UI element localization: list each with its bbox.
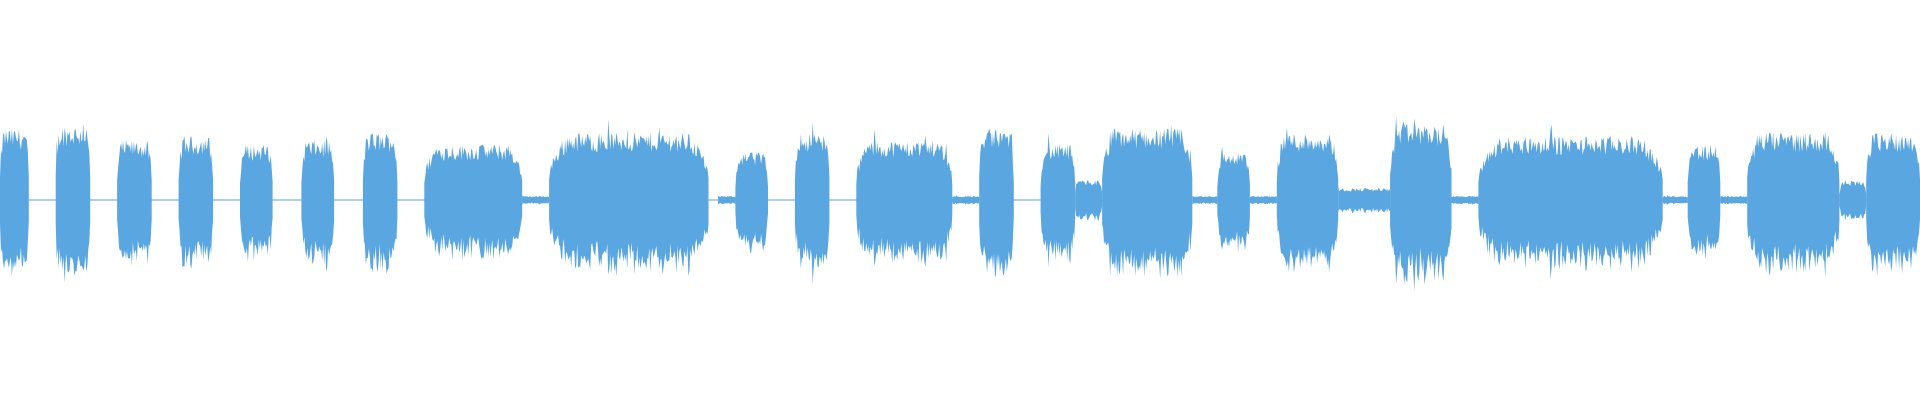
waveform-segment xyxy=(718,196,736,205)
waveform-segment xyxy=(1478,124,1663,280)
waveform-segment xyxy=(979,128,1014,278)
waveform-segment xyxy=(1839,180,1867,222)
waveform-segment xyxy=(1662,195,1688,205)
waveform-segment xyxy=(178,136,214,269)
waveform-segment xyxy=(301,136,335,273)
waveform-segment xyxy=(1075,180,1103,222)
waveform-segment xyxy=(522,196,550,205)
waveform-segment xyxy=(1192,196,1218,204)
waveform-segment xyxy=(1747,132,1840,279)
waveform-segment xyxy=(735,152,768,254)
waveform-segment xyxy=(117,140,152,266)
waveform-segment xyxy=(1338,185,1391,214)
waveform-segment xyxy=(1390,116,1452,291)
waveform-segment xyxy=(1276,126,1339,273)
waveform-segments xyxy=(0,116,1920,291)
waveform-segment xyxy=(1720,196,1748,205)
waveform-segment xyxy=(952,195,980,205)
waveform-segment xyxy=(55,123,91,283)
waveform-segment xyxy=(1866,133,1920,276)
waveform-segment xyxy=(1217,146,1250,254)
waveform-segment xyxy=(240,144,273,263)
waveform-segment xyxy=(362,133,398,274)
waveform-segment xyxy=(794,122,830,285)
waveform-segment xyxy=(549,119,709,277)
waveform-segment xyxy=(1249,196,1277,205)
waveform-segment xyxy=(0,128,29,277)
waveform-segment xyxy=(1451,195,1479,205)
waveform-segment xyxy=(1687,144,1721,261)
waveform-segment xyxy=(424,144,523,262)
waveform-segment xyxy=(1040,132,1076,268)
waveform-segment xyxy=(1102,125,1193,280)
waveform-segment xyxy=(856,129,953,268)
